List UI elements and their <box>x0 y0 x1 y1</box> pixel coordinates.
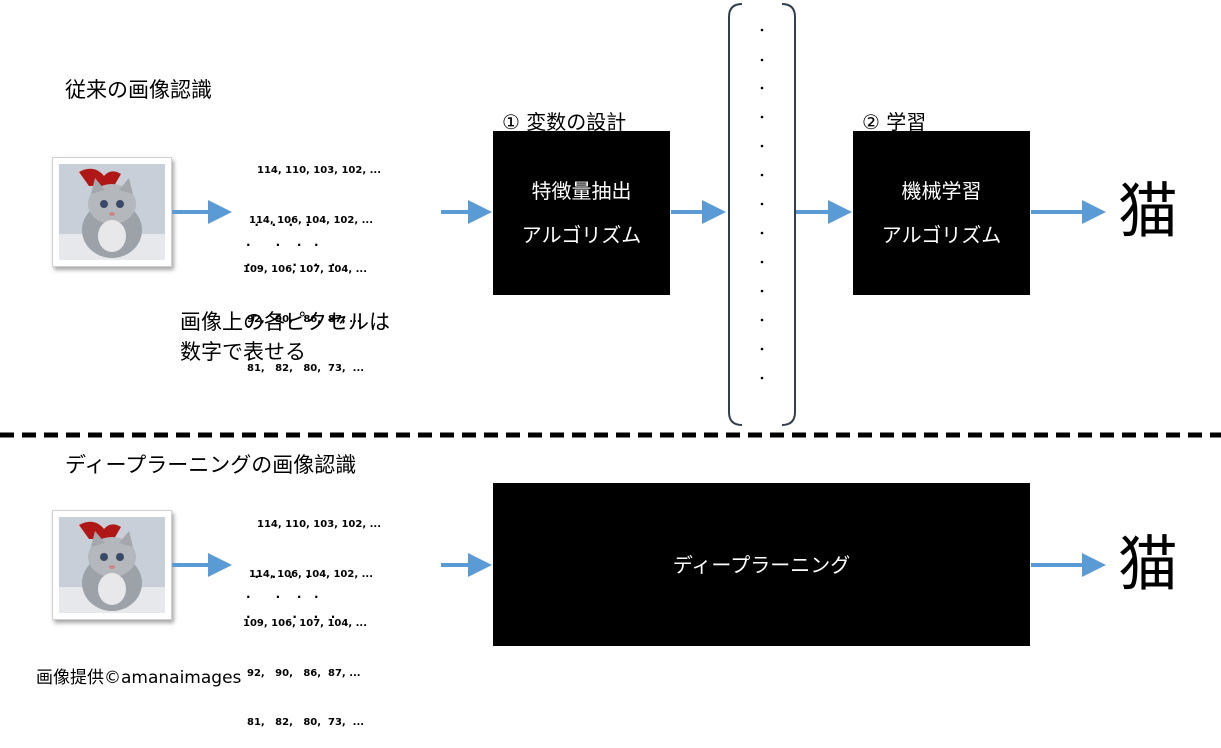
diagram-connectors <box>0 3 1221 577</box>
box-line: アルゴリズム <box>881 223 1002 247</box>
machine-learning-box: 機械学習 アルゴリズム <box>853 131 1030 295</box>
pixel-row: 114, 106, 104, 102, ... <box>249 568 374 580</box>
pixel-row: 114, 106, 104, 102, ... <box>249 214 374 226</box>
feature-vector-right-bracket <box>781 3 796 426</box>
deep-learning-box: ディープラーニング <box>493 483 1030 646</box>
pixel-row: 81, 82, 80, 73, ... <box>247 717 365 728</box>
pixel-row: 109, 106, 107, 104, ... <box>243 264 368 275</box>
pixel-row: 92, 90, 86, 87, ... <box>247 313 361 325</box>
caption-line: 数字で表せる <box>180 340 306 364</box>
traditional-section-title: 従来の画像認識 <box>65 78 212 102</box>
cat-photo-top <box>52 157 172 267</box>
feature-vector-left-bracket <box>728 3 743 426</box>
box-line: 機械学習 <box>901 179 982 203</box>
box-line: アルゴリズム <box>521 223 642 247</box>
pixel-ellipsis-bottom: . . . . . . . . . . . . <box>246 567 336 621</box>
pixel-row: 81, 82, 80, 73, ... <box>247 363 365 374</box>
feature-extraction-box: 特徴量抽出 アルゴリズム <box>493 131 670 295</box>
cat-photo-bottom <box>52 510 172 620</box>
step1-label: ① 変数の設計 <box>502 110 627 134</box>
pixel-caption: 画像上の各ピクセルは 数字で表せる <box>180 307 390 367</box>
pixel-row: 114, 110, 103, 102, ... <box>257 165 382 176</box>
pixel-row: 92, 90, 86, 87, ... <box>247 667 361 679</box>
feature-vector-dots <box>760 28 764 380</box>
caption-line: 画像上の各ピクセルは <box>180 310 390 334</box>
pixel-ellipsis-top: . . . . . . . . . . . . <box>246 215 336 269</box>
box-line: ディープラーニング <box>672 552 851 577</box>
step2-label: ② 学習 <box>862 110 927 134</box>
pixel-values-top: 114, 110, 103, 102, ... 114, 106, 104, 1… <box>243 130 381 394</box>
pixel-row: 109, 106, 107, 104, ... <box>243 618 368 629</box>
pixel-row: 114, 110, 103, 102, ... <box>257 519 382 530</box>
kitten-image <box>59 517 165 613</box>
kitten-image <box>59 164 165 260</box>
image-credit: 画像提供©amanaimages <box>36 668 242 688</box>
output-cat-top: 猫 <box>1118 177 1178 247</box>
output-cat-bottom: 猫 <box>1118 530 1178 600</box>
deep-learning-section-title: ディープラーニングの画像認識 <box>65 453 357 477</box>
box-line: 特徴量抽出 <box>531 179 632 203</box>
